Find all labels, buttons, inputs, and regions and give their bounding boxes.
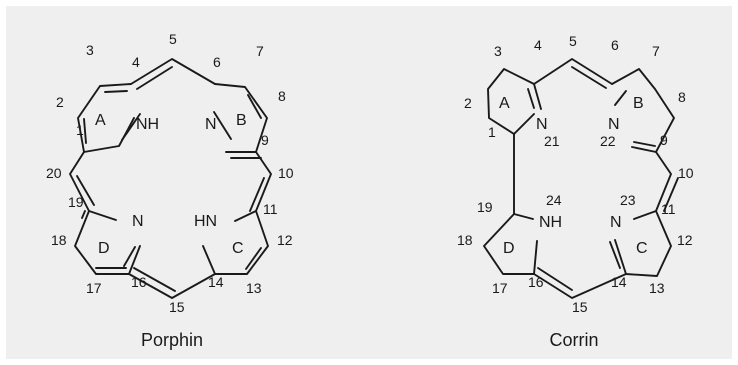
porphin-num-7: 7 [256,43,264,59]
porphin-ring-label-d: D [98,240,110,257]
corrin-num-10: 10 [678,165,694,181]
corrin-num-14: 14 [611,274,627,290]
porphin-num-1: 1 [76,122,84,138]
porphin-ring-a-bonds [77,83,141,153]
porphin-ring-c-bonds [202,210,269,275]
porphin-ring-b-bonds [213,83,268,159]
porphin-atom-hn-c: HN [194,213,217,230]
porphin-num-9: 9 [261,132,269,148]
porphin-meso-bridges [69,58,272,299]
corrin-atom-n-a: N [536,116,548,133]
porphin-num-18: 18 [51,232,67,248]
corrin-num-12: 12 [677,232,693,248]
porphin-caption: Porphin [141,330,203,350]
corrin-num-8: 8 [678,89,686,105]
porphin-atom-n-d: N [132,213,144,230]
porphin-atom-n-b: N [205,116,217,133]
corrin-num-1: 1 [488,124,496,140]
corrin-ring-b-bonds [611,68,675,153]
structures-svg: NH N HN N A B C D 1 2 3 4 5 6 7 8 9 10 1… [46,31,694,350]
corrin-num-9: 9 [660,132,668,148]
corrin-num-11: 11 [661,201,676,217]
porphin-num-17: 17 [86,280,102,296]
porphin-num-2: 2 [56,94,64,110]
porphin-ring-label-b: B [236,112,247,129]
corrin-ring-label-d: D [503,240,515,257]
porphin-num-14: 14 [208,274,224,290]
porphin-num-8: 8 [278,88,286,104]
corrin-atom-nh-d: NH [539,214,562,231]
corrin-bridges [513,58,679,299]
corrin-atom-n-c: N [610,214,622,231]
porphin-structure: NH N HN N A B C D 1 2 3 4 5 6 7 8 9 10 1… [46,31,294,350]
corrin-num-16: 16 [528,274,544,290]
corrin-ring-label-b: B [633,95,644,112]
corrin-num-19: 19 [477,199,493,215]
porphin-num-19: 19 [68,194,84,210]
corrin-ring-d-bonds [483,213,538,275]
porphin-num-10: 10 [278,165,294,181]
corrin-caption: Corrin [549,330,598,350]
diagram-panel: NH N HN N A B C D 1 2 3 4 5 6 7 8 9 10 1… [6,6,732,359]
porphin-num-20: 20 [46,165,62,181]
corrin-num-2: 2 [464,95,472,111]
corrin-ring-c-bonds [609,210,672,277]
corrin-ring-label-a: A [499,95,510,112]
corrin-num-4: 4 [534,37,542,53]
corrin-num-18: 18 [457,232,473,248]
corrin-atom-n-b: N [608,116,620,133]
corrin-ring-a-bonds [487,68,542,135]
porphin-num-4: 4 [132,54,140,70]
corrin-num-21: 21 [544,133,560,149]
corrin-num-7: 7 [652,43,660,59]
corrin-num-5: 5 [569,33,577,49]
porphin-num-13: 13 [246,280,262,296]
porphin-num-16: 16 [131,274,147,290]
porphin-atom-nh-a: NH [136,116,159,133]
corrin-num-22: 22 [600,133,616,149]
porphin-num-6: 6 [213,54,221,70]
porphin-ring-label-c: C [232,240,244,257]
porphin-num-11: 11 [263,201,278,217]
corrin-structure: N N NH N A B C D 1 2 3 4 5 6 7 8 9 10 11… [457,33,694,350]
porphin-ring-label-a: A [95,112,106,129]
porphin-num-15: 15 [169,299,185,315]
porphin-num-12: 12 [277,232,293,248]
porphin-num-5: 5 [169,31,177,47]
corrin-num-3: 3 [494,43,502,59]
porphin-num-3: 3 [86,42,94,58]
corrin-num-6: 6 [611,37,619,53]
corrin-num-17: 17 [492,280,508,296]
corrin-num-15: 15 [572,299,588,315]
corrin-ring-label-c: C [636,240,648,257]
porphin-ring-d-bonds [74,210,141,275]
corrin-num-24: 24 [546,192,562,208]
corrin-num-23: 23 [620,192,636,208]
corrin-num-13: 13 [649,280,665,296]
